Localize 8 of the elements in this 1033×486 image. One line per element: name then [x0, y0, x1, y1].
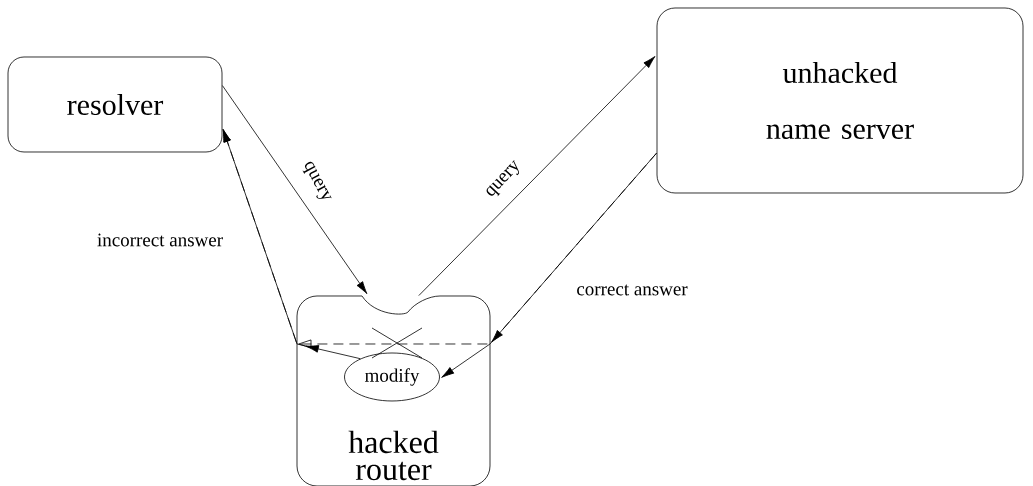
- edge-label: correct answer: [575, 283, 689, 297]
- edge-label: incorrect answer: [96, 232, 225, 248]
- rounded-box: unhacked name server: [656, 7, 1024, 194]
- rounded-box: resolver: [7, 56, 223, 153]
- edge-label: query: [298, 158, 334, 206]
- arrow: [418, 56, 656, 296]
- arrow: [222, 85, 368, 295]
- arrow: [222, 129, 657, 349]
